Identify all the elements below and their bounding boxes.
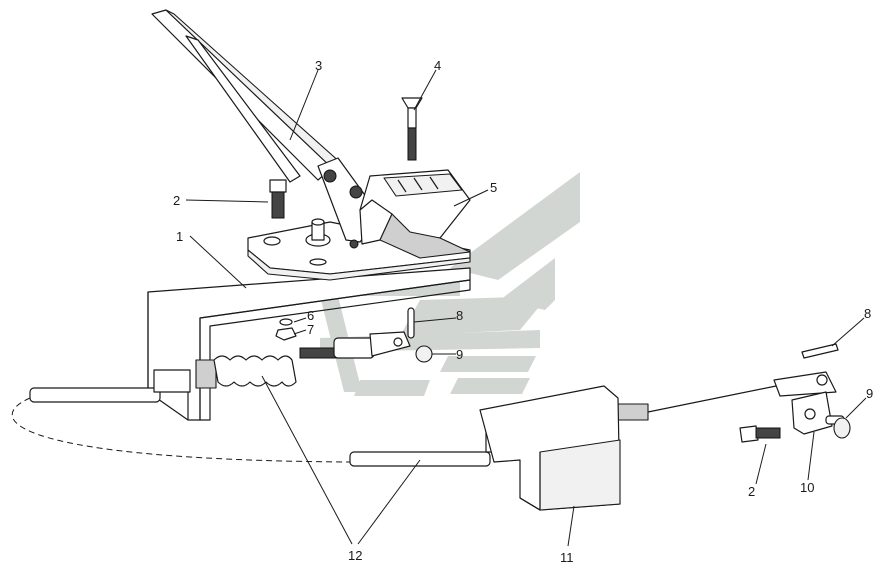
cable-continuation-line <box>11 397 351 463</box>
split-pin-right <box>801 343 839 359</box>
cable-upper <box>29 331 411 403</box>
callout-12: 12 <box>348 548 362 563</box>
callout-3: 3 <box>315 58 322 73</box>
callout-1: 1 <box>176 229 183 244</box>
hex-nut <box>275 327 297 341</box>
callout-2-left: 2 <box>173 193 180 208</box>
pedal-lever-arm <box>151 9 343 183</box>
callout-5: 5 <box>490 180 497 195</box>
cable-clamp-bracket <box>479 385 621 511</box>
callout-8-right: 8 <box>864 306 871 321</box>
clevis-fork <box>791 391 833 435</box>
countersunk-screw <box>401 97 423 161</box>
callout-8-upper: 8 <box>456 308 463 323</box>
callout-10: 10 <box>800 480 814 495</box>
callout-11: 11 <box>560 550 574 565</box>
pedal-pivot-housing <box>317 157 471 259</box>
watermark-logo <box>300 172 580 396</box>
clevis-pin-right <box>825 415 851 439</box>
callout-labels: 1 2 2 3 4 5 6 7 8 8 9 9 10 11 12 <box>173 58 873 565</box>
callout-7: 7 <box>307 322 314 337</box>
split-pin-upper <box>407 307 415 339</box>
callout-6: 6 <box>307 308 314 323</box>
callout-2-right: 2 <box>748 484 755 499</box>
leader-lines <box>185 69 867 547</box>
pedal-base-plate <box>247 221 471 281</box>
bolt-right <box>739 425 781 443</box>
bolt-left <box>269 179 287 219</box>
callout-9-upper: 9 <box>456 347 463 362</box>
clevis-pin-upper <box>415 345 433 363</box>
callout-9-right: 9 <box>866 386 873 401</box>
callout-4: 4 <box>434 58 441 73</box>
washer <box>279 318 293 326</box>
plate-bolt <box>305 218 331 247</box>
